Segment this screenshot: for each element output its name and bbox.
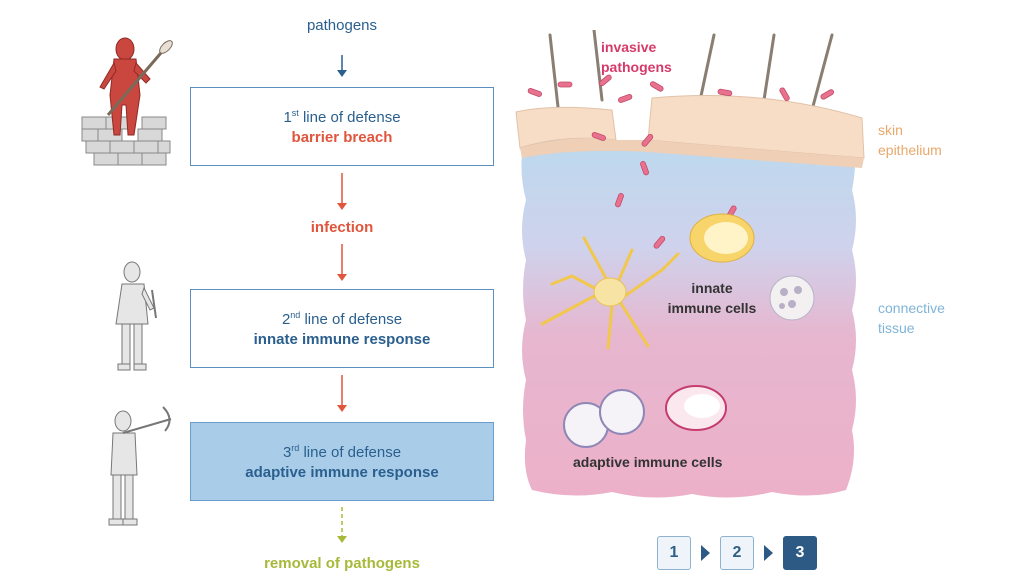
arrow-down-icon — [337, 244, 347, 281]
chevron-right-icon — [701, 545, 710, 561]
dendritic-cell-icon — [540, 236, 680, 350]
first-line-text: 1st line of defense — [283, 107, 401, 126]
page-3-button[interactable]: 3 — [783, 536, 817, 570]
connective-tissue-region — [521, 140, 856, 498]
skin-epithelium-label: skin epithelium — [878, 122, 942, 158]
removal-of-pathogens-label: removal of pathogens — [264, 555, 420, 572]
tissue-illustration — [515, 30, 865, 498]
arrow-down-dashed-icon — [337, 507, 347, 543]
arrow-down-icon — [337, 55, 347, 77]
page-navigation: 1 2 3 — [657, 536, 817, 570]
crossbowman-figure-icon — [108, 406, 172, 526]
invasive-pathogens-label: invasive pathogens — [601, 39, 672, 75]
connective-tissue-label: connective tissue — [878, 300, 945, 336]
infection-label: infection — [310, 219, 374, 236]
knight-figure-icon — [115, 261, 157, 371]
lymphocyte-icon — [563, 389, 645, 448]
first-line-of-defense-box: 1st line of defense barrier breach — [190, 87, 494, 166]
page-1-button[interactable]: 1 — [657, 536, 691, 570]
pathogens-label: pathogens — [306, 17, 378, 34]
innate-immune-response-title: innate immune response — [253, 330, 431, 348]
neutrophil-icon — [769, 275, 815, 321]
third-line-of-defense-box: 3rd line of defense adaptive immune resp… — [190, 422, 494, 501]
innate-immune-cells-label: innate immune cells — [667, 280, 757, 316]
page-2-button[interactable]: 2 — [720, 536, 754, 570]
macrophage-icon — [689, 213, 755, 263]
arrow-down-icon — [337, 173, 347, 210]
plasma-cell-icon — [665, 385, 727, 431]
second-line-of-defense-box: 2nd line of defense innate immune respon… — [190, 289, 494, 368]
barrier-breach-title: barrier breach — [291, 128, 393, 146]
second-line-text: 2nd line of defense — [281, 309, 403, 328]
adaptive-immune-response-title: adaptive immune response — [245, 463, 439, 481]
third-line-text: 3rd line of defense — [282, 442, 402, 461]
adaptive-immune-cells-label: adaptive immune cells — [573, 454, 723, 470]
red-warrior-on-wall-icon — [81, 37, 173, 166]
arrow-down-icon — [337, 375, 347, 412]
chevron-right-icon — [764, 545, 773, 561]
